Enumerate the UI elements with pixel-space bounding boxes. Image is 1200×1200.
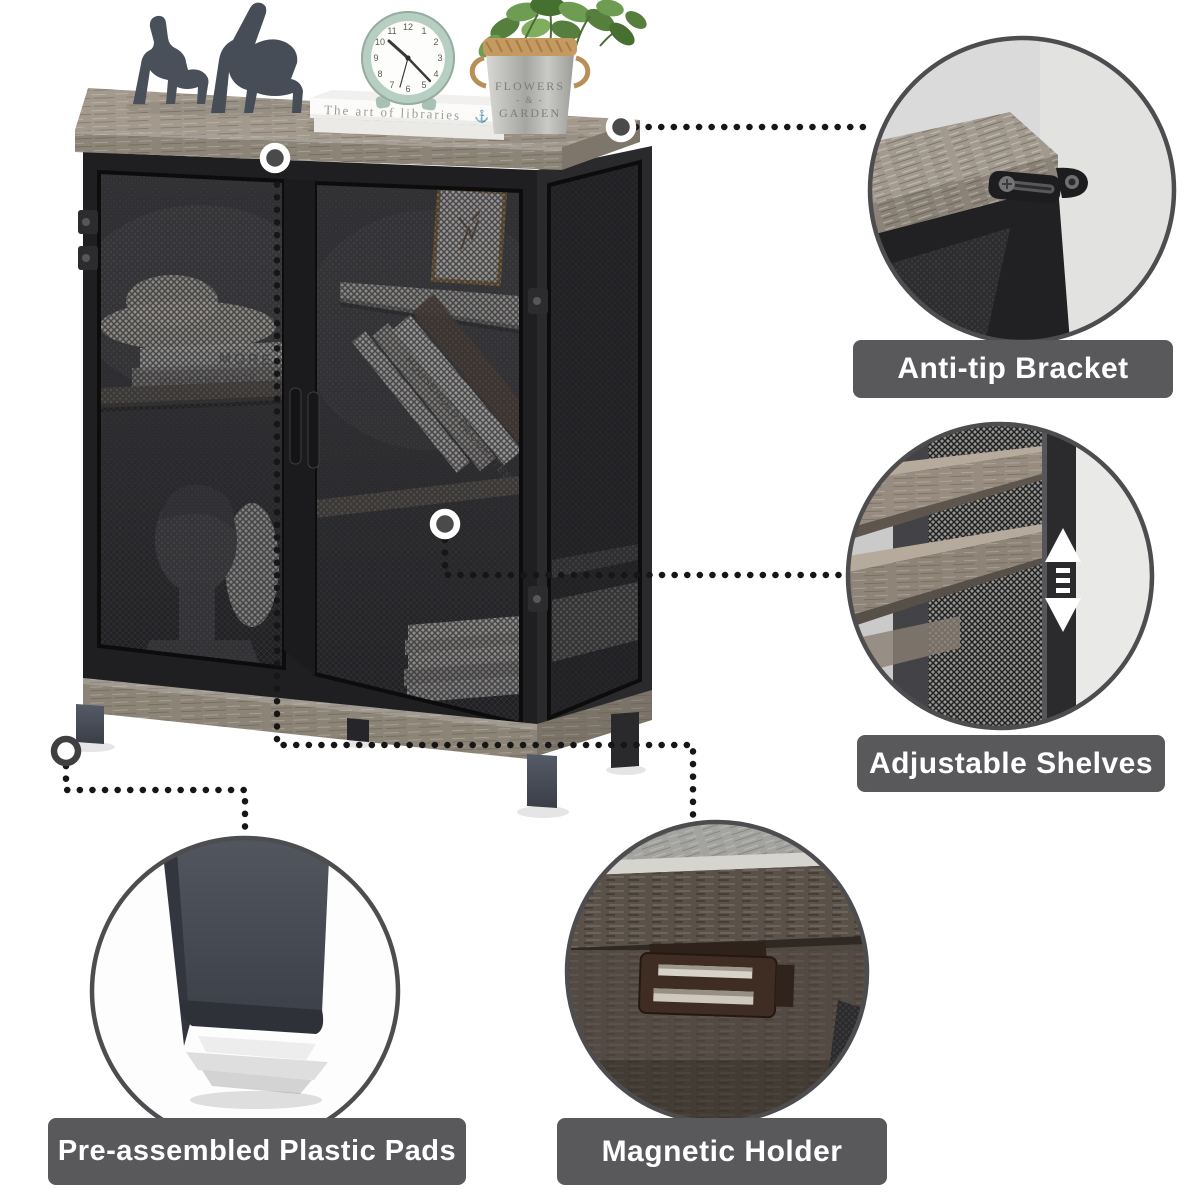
cabinet-legs	[76, 704, 639, 808]
svg-text:2: 2	[433, 37, 438, 47]
callout-connectors	[62, 123, 870, 838]
decor-clock: 12 1 2 3 4 5 6 7 8 9 10 11	[361, 11, 455, 111]
connector-pads	[62, 762, 249, 838]
svg-text:FLOWERS: FLOWERS	[495, 79, 565, 93]
magnetic-latch	[638, 942, 795, 1019]
svg-text:9: 9	[373, 53, 378, 63]
inset-anti-tip-bracket	[867, 35, 1177, 345]
cabinet: MORE MUSIKENS ANGE	[67, 88, 652, 818]
door-mesh-overlays	[99, 162, 640, 724]
clock-numbers: 12 1 2 3 4 5 6 7 8 9 10 11	[373, 22, 442, 94]
dot-anti-tip	[605, 111, 637, 143]
tabletop-decor: The art of libraries ⚓ 12 1 2 3 4 5 6 7 …	[125, 0, 647, 143]
dot-magnetic	[259, 142, 291, 174]
plant-leaves	[478, 0, 647, 58]
svg-text:GARDEN: GARDEN	[499, 106, 561, 120]
connector-adjustable	[441, 536, 848, 579]
svg-text:5: 5	[421, 80, 426, 90]
horse-figurine-large	[211, 2, 303, 114]
svg-text:8: 8	[377, 69, 382, 79]
svg-text:7: 7	[389, 80, 394, 90]
anti-tip-bracket-part	[988, 167, 1088, 204]
svg-text:10: 10	[375, 37, 385, 47]
plastic-pad	[186, 1036, 328, 1109]
inset-magnetic-holder	[564, 819, 870, 1125]
dot-pads	[50, 735, 82, 767]
svg-text:12: 12	[403, 22, 413, 32]
svg-text:3: 3	[437, 53, 442, 63]
adjust-arrow-icon	[1045, 528, 1081, 632]
inset-adjustable-shelves	[845, 421, 1155, 731]
door-handles	[289, 387, 320, 469]
decor-plant: FLOWERS - & - GARDEN	[469, 0, 647, 134]
callout-label-adjustable-shelves: Adjustable Shelves	[857, 735, 1165, 792]
inset-circle-border-adjustable	[845, 421, 1155, 731]
callout-label-plastic-pads: Pre-assembled Plastic Pads	[48, 1118, 466, 1185]
floor-shadows	[67, 740, 646, 818]
callout-label-anti-tip: Anti-tip Bracket	[853, 340, 1173, 398]
dot-adjustable	[429, 508, 461, 540]
svg-text:- & -: - & -	[516, 95, 544, 105]
svg-text:6: 6	[405, 84, 410, 94]
inset-plastic-pads	[89, 835, 401, 1147]
callout-dots	[50, 111, 637, 767]
clock-hands	[387, 39, 432, 88]
connector-magnetic	[273, 168, 697, 822]
svg-text:1: 1	[421, 26, 426, 36]
svg-text:11: 11	[387, 26, 396, 36]
decor-books: The art of libraries ⚓	[310, 90, 522, 140]
shelf-slabs	[848, 446, 1042, 676]
horse-figurine-small	[133, 15, 209, 105]
callout-label-magnetic-holder: Magnetic Holder	[557, 1118, 887, 1185]
bucket-text: FLOWERS - & - GARDEN	[495, 79, 565, 120]
svg-text:4: 4	[433, 69, 438, 79]
anchor-icon: ⚓	[474, 109, 490, 124]
bottom-rails	[83, 678, 652, 760]
hinges	[78, 210, 548, 612]
